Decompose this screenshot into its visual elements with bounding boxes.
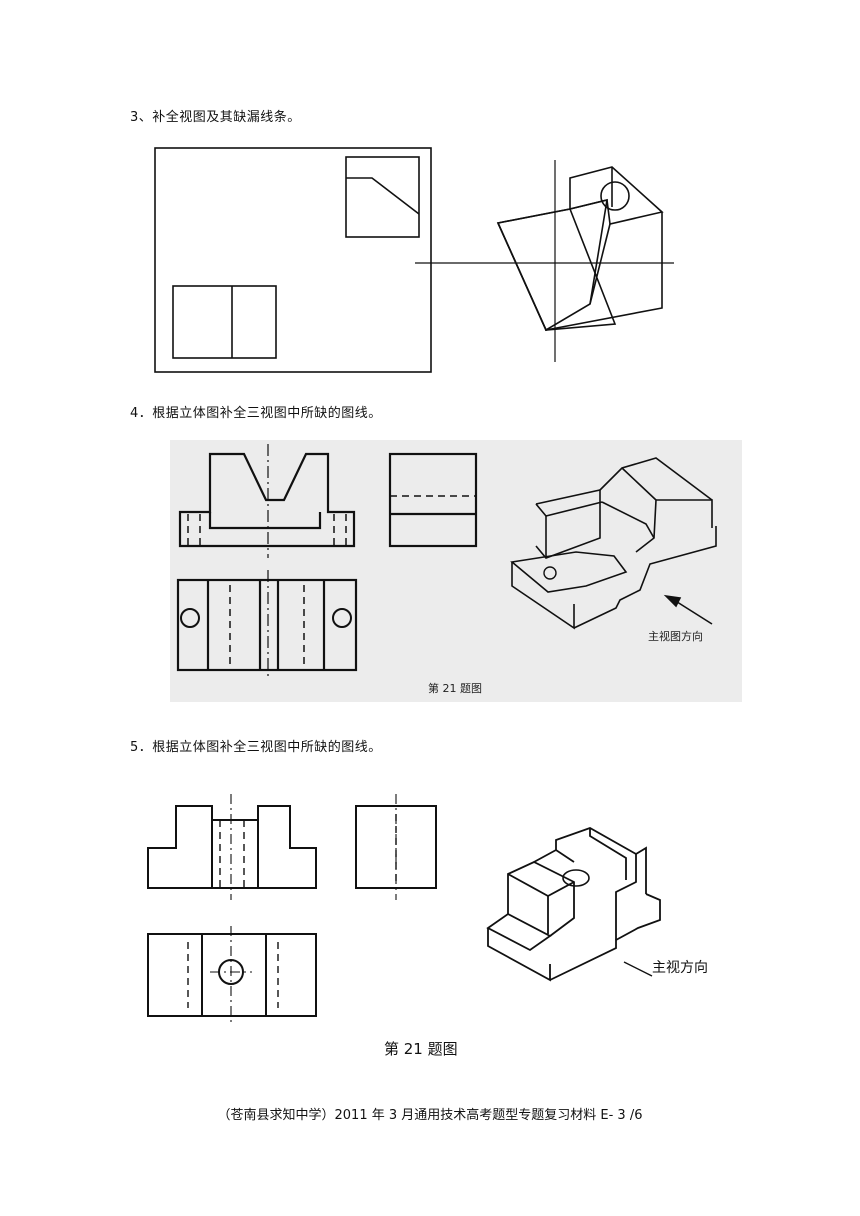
figure-caption: 第 21 题图 xyxy=(428,681,482,695)
hole-circle xyxy=(600,181,630,211)
view-frame xyxy=(154,147,432,373)
isometric-block-q3 xyxy=(496,166,664,332)
direction-label: 主视方向 xyxy=(652,960,708,976)
iso-hole xyxy=(562,869,590,887)
isometric-block-q5 xyxy=(486,827,661,982)
direction-label: 主视图方向 xyxy=(648,629,703,643)
top-view xyxy=(172,285,277,359)
question-5-figure: 主视方向 第 21 题图 xyxy=(147,794,708,1058)
question-3-title: 3、补全视图及其缺漏线条。 xyxy=(130,110,301,125)
front-view xyxy=(147,805,317,889)
top-view xyxy=(147,933,317,1017)
question-3-figure xyxy=(154,147,674,373)
figure-caption: 第 21 题图 xyxy=(384,1040,458,1058)
side-view xyxy=(345,156,420,238)
side-view-slope-line xyxy=(346,177,420,215)
question-4-figure: 主视图方向 第 21 题图 xyxy=(170,440,742,702)
iso-hole xyxy=(543,566,557,580)
top-view-hole-right xyxy=(332,608,352,628)
question-4-title: 4．根据立体图补全三视图中所缺的图线。 xyxy=(130,406,382,421)
isometric-block-q4 xyxy=(510,457,717,630)
front-view xyxy=(178,452,356,548)
side-view xyxy=(388,452,478,548)
top-view-hole-left xyxy=(180,608,200,628)
top-view xyxy=(176,578,358,672)
page-footer: （苍南县求知中学）2011 年 3 月通用技术高考题型专题复习材料 E- 3 /… xyxy=(217,1108,643,1123)
question-5-title: 5．根据立体图补全三视图中所缺的图线。 xyxy=(130,740,382,755)
